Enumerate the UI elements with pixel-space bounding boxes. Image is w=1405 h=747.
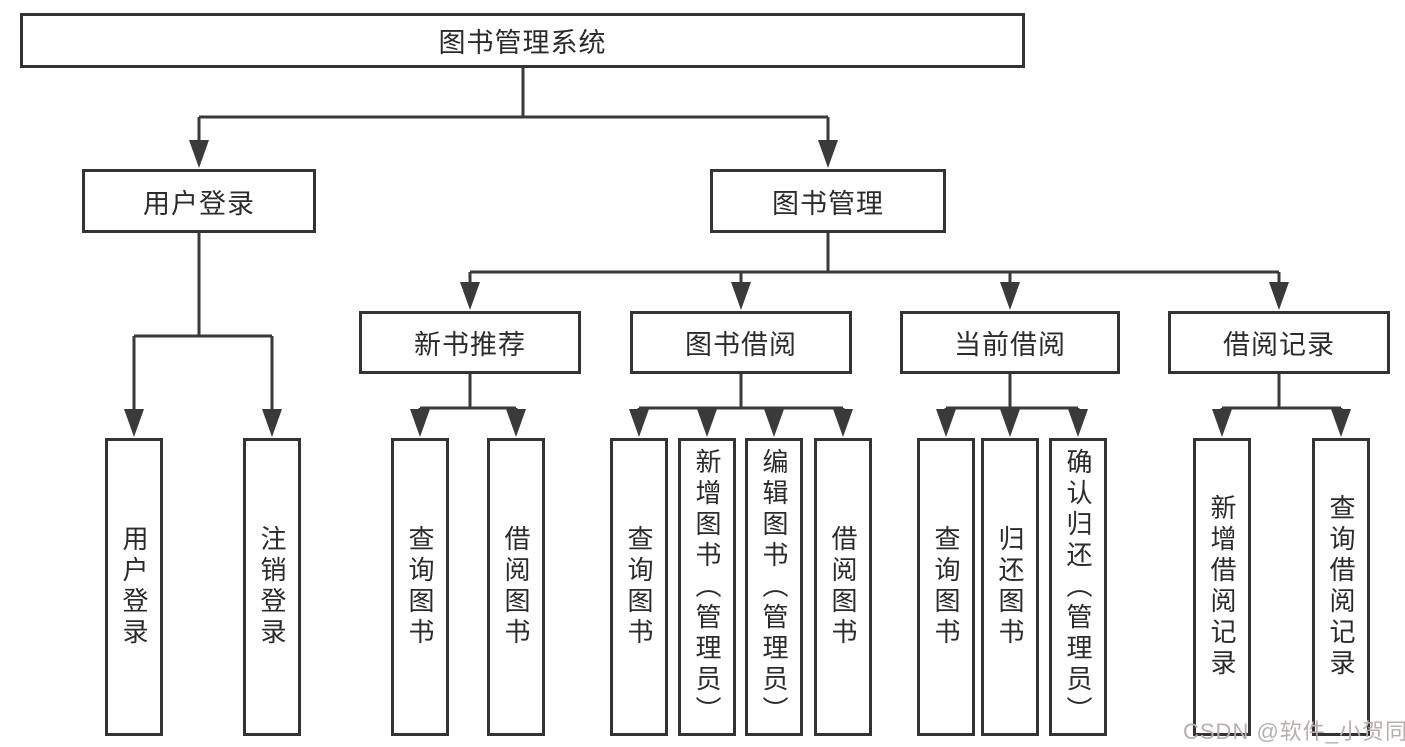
node-label: 图书管理系统 (438, 28, 607, 58)
leaf-label: 查询图书 (624, 525, 654, 649)
leaf-query-borrow-record: 查询借阅记录 (1312, 438, 1370, 736)
leaf-label: 归还图书 (995, 525, 1025, 649)
node-label: 图书借阅 (685, 330, 797, 360)
leaf-label: 查询图书 (405, 525, 435, 649)
node-book-borrowing: 图书借阅 (630, 311, 852, 374)
leaf-logout: 注销登录 (243, 438, 301, 736)
leaf-label: 用户登录 (119, 525, 149, 649)
node-new-book-recommend: 新书推荐 (359, 311, 581, 374)
leaf-label: 新增图书（管理员） (692, 447, 722, 727)
node-label: 图书管理 (772, 188, 884, 219)
leaf-label: 查询图书 (931, 525, 961, 649)
leaf-label: 编辑图书（管理员） (759, 447, 789, 727)
leaf-add-borrow-record: 新增借阅记录 (1193, 438, 1251, 736)
leaf-confirm-return-admin: 确认归还（管理员） (1049, 438, 1107, 736)
node-root-system: 图书管理系统 (20, 13, 1025, 68)
arrowheads (124, 140, 1351, 437)
leaf-label: 注销登录 (257, 525, 287, 649)
leaf-edit-book-admin: 编辑图书（管理员） (745, 438, 803, 736)
leaf-borrow-books-borrow: 借阅图书 (814, 438, 872, 736)
node-label: 新书推荐 (414, 330, 526, 360)
leaf-add-book-admin: 新增图书（管理员） (678, 438, 736, 736)
leaf-user-login: 用户登录 (105, 438, 163, 736)
node-borrowing-records: 借阅记录 (1168, 311, 1390, 374)
node-book-management: 图书管理 (710, 169, 946, 233)
leaf-return-book: 归还图书 (981, 438, 1039, 736)
leaf-query-books-recommend: 查询图书 (391, 438, 449, 736)
leaf-query-books-borrow: 查询图书 (610, 438, 668, 736)
leaf-label: 借阅图书 (828, 525, 858, 649)
node-label: 借阅记录 (1223, 330, 1335, 360)
leaf-label: 确认归还（管理员） (1063, 447, 1093, 727)
leaf-borrow-books-recommend: 借阅图书 (487, 438, 545, 736)
node-label: 当前借阅 (954, 330, 1066, 360)
node-user-login: 用户登录 (82, 169, 316, 233)
leaf-label: 查询借阅记录 (1326, 494, 1356, 680)
leaf-query-books-current: 查询图书 (917, 438, 975, 736)
csdn-watermark: CSDN @软件_小贺同学 (1183, 719, 1405, 744)
leaf-label: 借阅图书 (501, 525, 531, 649)
node-label: 用户登录 (143, 188, 255, 219)
leaf-label: 新增借阅记录 (1207, 494, 1237, 680)
node-current-borrowing: 当前借阅 (900, 311, 1120, 374)
